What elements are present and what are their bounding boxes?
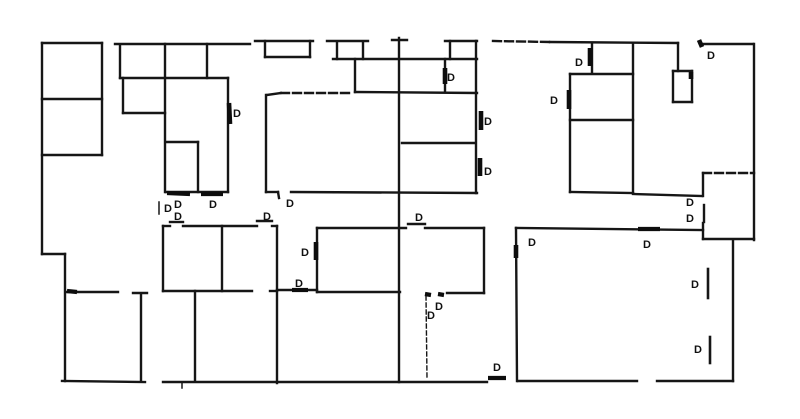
door-label: D — [209, 199, 217, 211]
door-mark — [424, 291, 432, 298]
door-label: D — [427, 310, 435, 322]
wall-segment — [353, 90, 479, 95]
door-mark — [696, 39, 705, 48]
door-label: D — [286, 198, 294, 210]
door-label: D — [415, 212, 423, 224]
door-mark — [166, 190, 191, 197]
door-label: D — [493, 362, 501, 374]
door-label: D — [686, 213, 694, 225]
wall-segment — [514, 226, 705, 232]
door-label: D — [301, 247, 309, 259]
door-label: D — [295, 278, 303, 290]
door-label: D — [484, 116, 492, 128]
door-mark — [66, 288, 78, 295]
door-mark — [226, 102, 233, 125]
door-label: D — [484, 166, 492, 178]
door-label: D — [263, 211, 271, 223]
door-label: D — [528, 237, 536, 249]
door-label: D — [174, 199, 182, 211]
wall-segment — [425, 295, 428, 379]
wall-segment — [265, 91, 283, 97]
wall-segment — [548, 40, 680, 45]
door-label: D — [686, 197, 694, 209]
door-mark — [437, 291, 445, 298]
door-label: D — [691, 279, 699, 291]
door-label: D — [435, 301, 443, 313]
door-label: D — [233, 108, 241, 120]
door-label: D — [550, 95, 558, 107]
wall-segment — [631, 192, 704, 198]
door-label: D — [694, 344, 702, 356]
door-label: D — [707, 50, 715, 62]
wall-segment — [289, 190, 479, 195]
door-label: D — [164, 203, 172, 215]
wall-segment — [491, 39, 552, 44]
door-label: D — [447, 72, 455, 84]
wall-segment — [60, 379, 147, 384]
door-label: D — [174, 211, 182, 223]
wall-segment — [276, 190, 281, 200]
wall-segment — [568, 190, 635, 195]
door-label: D — [575, 57, 583, 69]
door-label: D — [643, 239, 651, 251]
